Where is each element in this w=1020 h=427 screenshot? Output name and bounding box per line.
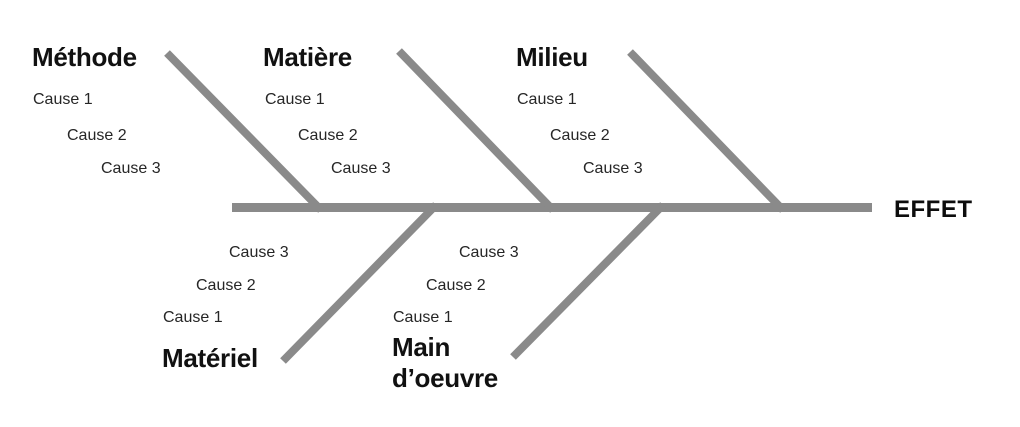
cause-label: Cause 3 [583, 160, 643, 177]
branch-line-main-doeuvre [510, 202, 666, 360]
cause-label: Cause 1 [265, 91, 325, 108]
effect-label: EFFET [894, 196, 973, 223]
cause-label: Cause 3 [101, 160, 161, 177]
cause-label: Cause 1 [517, 91, 577, 108]
branch-line-methode [164, 50, 324, 213]
cause-label: Cause 2 [426, 277, 486, 294]
cause-label: Cause 2 [550, 127, 610, 144]
cause-label: Cause 1 [163, 309, 223, 326]
branch-line-milieu [627, 49, 786, 213]
branch-title-matiere: Matière [263, 42, 352, 72]
branch-line-materiel [280, 202, 439, 364]
branch-line-matiere [396, 48, 556, 213]
branch-title-methode: Méthode [32, 42, 137, 72]
branch-title-milieu: Milieu [516, 42, 588, 72]
cause-label: Cause 2 [67, 127, 127, 144]
cause-label: Cause 1 [393, 309, 453, 326]
cause-label: Cause 3 [331, 160, 391, 177]
branch-title-materiel: Matériel [162, 343, 258, 373]
cause-label: Cause 3 [459, 244, 519, 261]
branch-title-main-doeuvre: Main d’oeuvre [392, 332, 498, 393]
cause-label: Cause 1 [33, 91, 93, 108]
cause-label: Cause 3 [229, 244, 289, 261]
cause-label: Cause 2 [298, 127, 358, 144]
cause-label: Cause 2 [196, 277, 256, 294]
